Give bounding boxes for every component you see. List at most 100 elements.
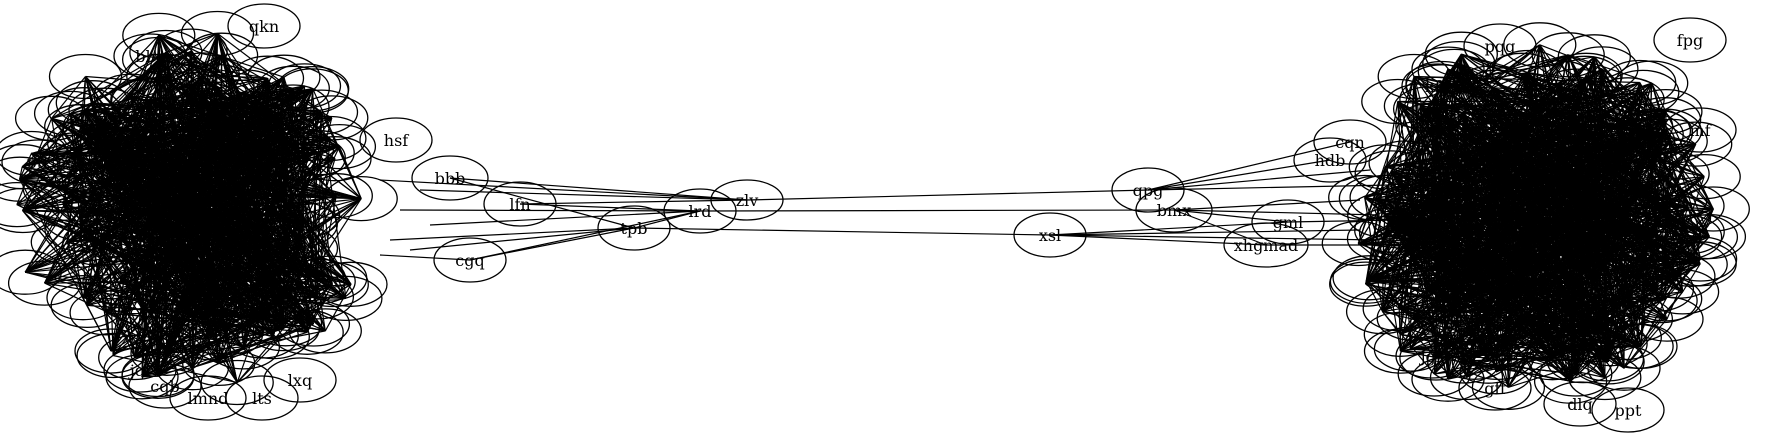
node-bmx[interactable]: bmx: [1135, 187, 1213, 233]
right-cluster-node[interactable]: [1615, 215, 1689, 262]
right-cluster-node[interactable]: [1544, 282, 1618, 329]
left-cluster-node[interactable]: [245, 94, 319, 140]
left-cluster-node[interactable]: [149, 280, 224, 326]
right-cluster-node[interactable]: [1620, 266, 1695, 312]
left-cluster-node[interactable]: [156, 193, 231, 240]
right-cluster-node[interactable]: [1422, 40, 1496, 87]
left-cluster-node[interactable]: [225, 197, 299, 243]
left-cluster-node[interactable]: [68, 87, 142, 133]
left-cluster-node[interactable]: [299, 173, 373, 219]
right-cluster-node[interactable]: [1321, 220, 1395, 267]
left-cluster-node[interactable]: [30, 219, 104, 265]
right-cluster-node[interactable]: [1587, 345, 1661, 391]
right-cluster-node[interactable]: [1659, 121, 1733, 167]
left-cluster-node[interactable]: [122, 12, 196, 59]
right-cluster-node[interactable]: [1427, 338, 1501, 384]
node-zlv[interactable]: zlv: [710, 179, 784, 221]
left-cluster-node[interactable]: [106, 207, 180, 254]
right-cluster-node[interactable]: [1389, 266, 1463, 312]
node-kfd[interactable]: kfd: [1401, 63, 1475, 109]
left-cluster-node[interactable]: [181, 64, 255, 110]
right-cluster-node[interactable]: [1667, 153, 1741, 200]
right-cluster-node[interactable]: [1424, 31, 1498, 77]
right-cluster-node[interactable]: [1363, 328, 1438, 374]
left-cluster-node[interactable]: [180, 10, 255, 57]
right-cluster-node[interactable]: [1386, 150, 1460, 196]
left-cluster-node[interactable]: [168, 251, 242, 298]
right-cluster-node[interactable]: [1570, 336, 1645, 382]
node-cqb[interactable]: cqb: [128, 363, 202, 409]
right-cluster-node[interactable]: [1542, 147, 1616, 194]
left-cluster-node[interactable]: [22, 165, 96, 211]
right-cluster-node[interactable]: [1540, 223, 1615, 270]
left-cluster-node[interactable]: [174, 315, 248, 361]
right-cluster-node[interactable]: [1583, 185, 1657, 232]
left-cluster-node[interactable]: [127, 171, 201, 217]
left-cluster-node[interactable]: [150, 137, 225, 183]
node-lmnd[interactable]: lmnd: [169, 375, 247, 421]
left-cluster-node[interactable]: [150, 189, 225, 236]
left-cluster-node[interactable]: [171, 186, 246, 232]
node-ptt[interactable]: ptt: [1, 139, 75, 185]
right-cluster-node[interactable]: [1484, 212, 1558, 258]
left-cluster-node[interactable]: [260, 127, 334, 173]
right-cluster-node[interactable]: [1569, 230, 1643, 276]
right-cluster-node[interactable]: [1636, 151, 1710, 197]
right-cluster-node[interactable]: [1574, 321, 1648, 367]
left-cluster-node[interactable]: [139, 141, 213, 187]
left-cluster-node[interactable]: [230, 55, 305, 101]
right-cluster-node[interactable]: [1651, 183, 1725, 229]
left-cluster-node[interactable]: [229, 202, 303, 248]
right-cluster-node[interactable]: [1629, 276, 1703, 322]
left-cluster-node[interactable]: [76, 332, 150, 379]
left-cluster-node[interactable]: [256, 84, 330, 130]
right-cluster-node[interactable]: [1485, 52, 1559, 98]
left-cluster-node[interactable]: [113, 285, 188, 331]
node-cqn[interactable]: cqn: [1313, 119, 1387, 165]
left-cluster-node[interactable]: [298, 136, 372, 182]
left-cluster-node[interactable]: [121, 36, 196, 83]
left-cluster-node[interactable]: [39, 132, 114, 178]
right-cluster-node[interactable]: [1443, 321, 1517, 367]
right-cluster-node[interactable]: [1485, 250, 1559, 297]
node-cgq[interactable]: cgq: [433, 237, 507, 283]
left-cluster-node[interactable]: [0, 249, 62, 295]
left-cluster-node[interactable]: [248, 301, 323, 347]
left-cluster-node[interactable]: [218, 188, 292, 234]
node-bbb[interactable]: bbb: [411, 155, 489, 201]
right-cluster-node[interactable]: [1500, 87, 1574, 133]
node-gff[interactable]: gff: [1458, 365, 1532, 411]
left-cluster-node[interactable]: [98, 334, 172, 381]
right-cluster-node[interactable]: [1571, 134, 1645, 180]
right-cluster-node[interactable]: [1392, 86, 1467, 132]
node-hdb[interactable]: hdb: [1293, 137, 1367, 183]
right-cluster-node[interactable]: [1495, 265, 1570, 311]
left-cluster-node[interactable]: [148, 212, 222, 259]
right-cluster-node[interactable]: [1523, 60, 1597, 106]
right-cluster-node[interactable]: [1605, 167, 1679, 213]
left-cluster-node[interactable]: [0, 130, 69, 177]
right-cluster-node[interactable]: [1329, 258, 1404, 304]
right-cluster-node[interactable]: [1604, 323, 1678, 369]
left-cluster-node[interactable]: [0, 156, 57, 202]
right-cluster-node[interactable]: [1565, 110, 1639, 156]
right-cluster-node[interactable]: [1436, 240, 1511, 287]
left-cluster-node[interactable]: [196, 150, 271, 196]
left-cluster-node[interactable]: [154, 61, 228, 108]
right-cluster-node[interactable]: [1539, 68, 1614, 114]
right-cluster-node[interactable]: [1621, 224, 1696, 270]
right-cluster-node[interactable]: [1557, 34, 1631, 80]
left-cluster-node[interactable]: [111, 78, 185, 124]
right-cluster-node[interactable]: [1459, 349, 1533, 395]
left-cluster-node[interactable]: [90, 132, 165, 178]
left-cluster-node[interactable]: [199, 79, 273, 125]
left-cluster-node[interactable]: [0, 181, 54, 228]
node-jgr[interactable]: jgr: [1395, 333, 1469, 379]
left-cluster-node[interactable]: [232, 85, 306, 131]
left-cluster-node[interactable]: [272, 256, 347, 302]
node-fpg[interactable]: fpg: [1653, 17, 1727, 63]
node-lfn[interactable]: lfn: [483, 181, 557, 227]
right-cluster-node[interactable]: [1615, 60, 1689, 106]
right-cluster-node[interactable]: [1393, 247, 1467, 293]
right-cluster-node[interactable]: [1676, 186, 1750, 232]
